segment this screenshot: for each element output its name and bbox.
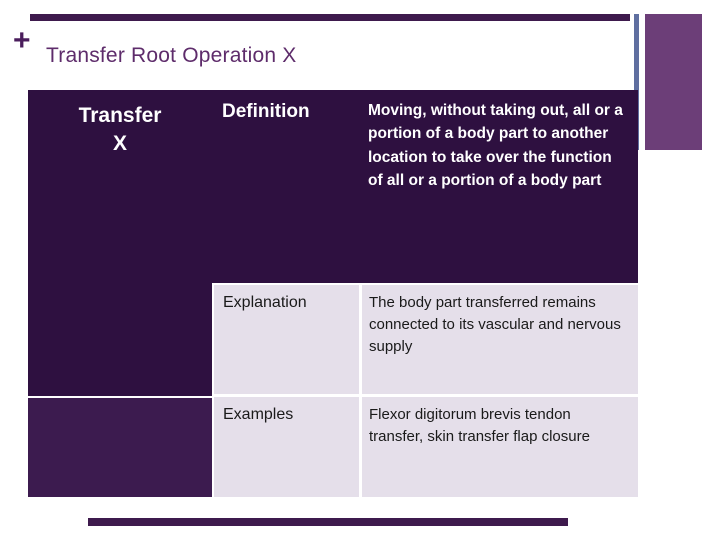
table-cell-definition-text: Moving, without taking out, all or a por… xyxy=(361,90,638,283)
transfer-x-line2: X xyxy=(112,132,127,156)
right-accent-rectangle xyxy=(645,14,702,150)
table-cell-definition-label: Definition xyxy=(212,90,361,283)
bottom-accent-bar xyxy=(88,518,568,526)
plus-marker: + xyxy=(13,24,31,57)
transfer-x-line1: Transfer xyxy=(78,104,162,127)
table-cell-explanation-text: The body part transferred remains connec… xyxy=(362,285,638,394)
table-cell-transfer-x: Transfer X xyxy=(28,90,212,396)
page-title: Transfer Root Operation X xyxy=(46,44,297,67)
table-cell-examples-label: Examples xyxy=(214,397,359,497)
right-accent-line xyxy=(634,14,639,150)
table-cell-explanation-label: Explanation xyxy=(214,285,359,394)
table-cell-left-bottom-empty xyxy=(28,398,212,497)
top-accent-bar xyxy=(30,14,630,21)
table-cell-examples-text: Flexor digitorum brevis tendon transfer,… xyxy=(362,397,638,497)
